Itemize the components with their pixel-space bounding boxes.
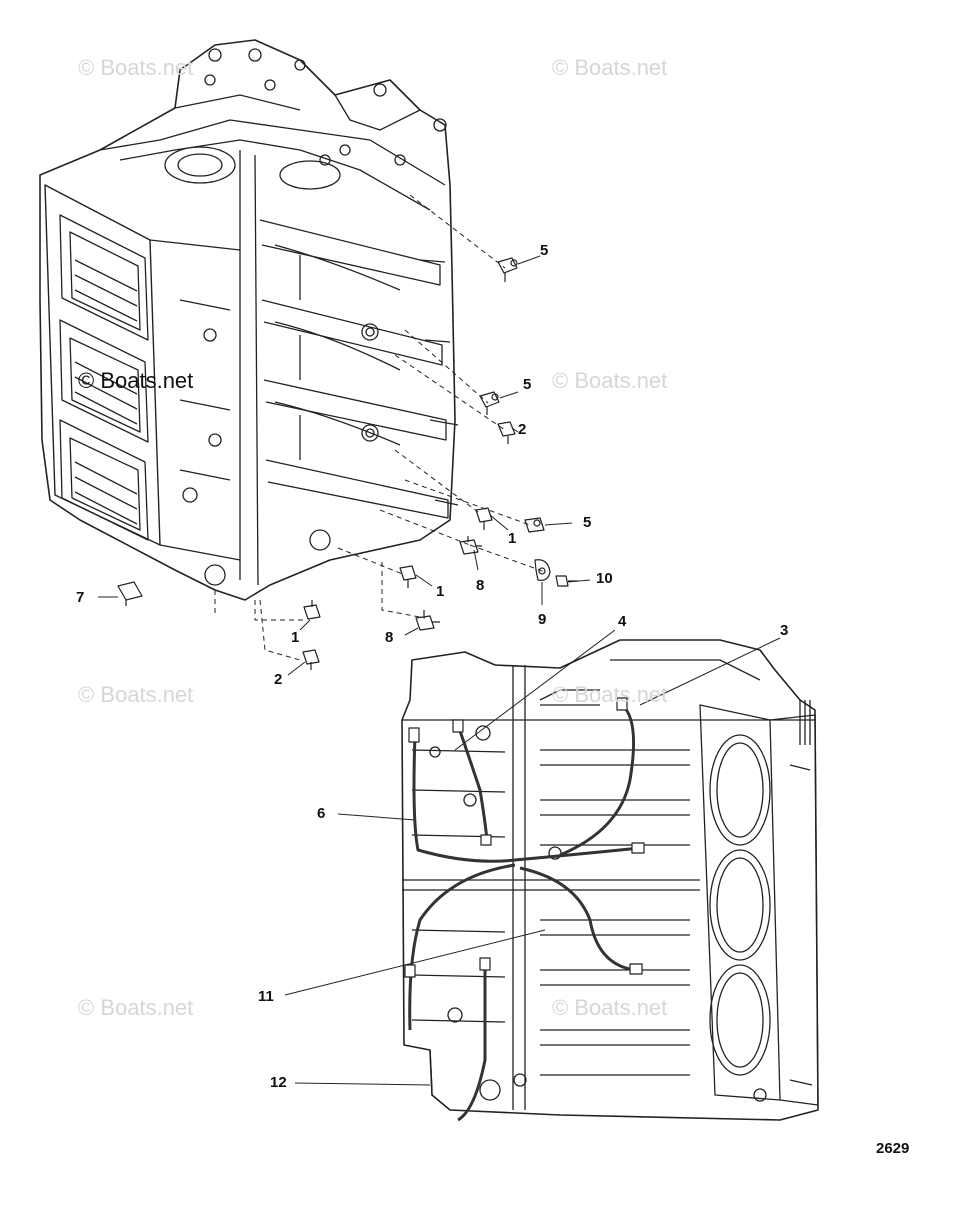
- callout-12: 12: [270, 1074, 287, 1091]
- callout-4: 4: [618, 613, 627, 630]
- callout-8-lower: 8: [385, 629, 394, 646]
- callout-8-upper: 8: [476, 577, 485, 594]
- wiring-harness: [408, 703, 641, 1122]
- watermark-top-left: © Boats.net: [78, 55, 194, 80]
- callout-1-upper: 1: [508, 530, 517, 547]
- callout-2-upper: 2: [518, 421, 527, 438]
- callout-5-lower: 5: [583, 514, 592, 531]
- callout-5-top: 5: [540, 242, 549, 259]
- watermark-lower-right: © Boats.net: [552, 682, 668, 707]
- callout-leader-lines: [98, 255, 781, 1086]
- callout-1-middle: 1: [436, 583, 445, 600]
- callout-3: 3: [780, 622, 789, 639]
- fitting-parts: [117, 257, 578, 670]
- watermark-lower-left: © Boats.net: [78, 682, 194, 707]
- callout-6: 6: [317, 805, 326, 822]
- callout-1-lower: 1: [291, 629, 300, 646]
- callout-9: 9: [538, 611, 547, 628]
- callout-5-middle: 5: [523, 376, 532, 393]
- callout-2-lower: 2: [274, 671, 283, 688]
- harness-connectors: [404, 697, 645, 978]
- callout-7: 7: [76, 589, 85, 606]
- lower-cylinder-block: [401, 639, 819, 1121]
- watermark-mid-right: © Boats.net: [552, 368, 668, 393]
- watermark-bottom-right: © Boats.net: [552, 995, 668, 1020]
- dashed-leader-lines: [214, 194, 546, 661]
- watermark-top-right: © Boats.net: [552, 55, 668, 80]
- watermark-bottom-left: © Boats.net: [78, 995, 194, 1020]
- callout-10: 10: [596, 570, 613, 587]
- figure-number: 2629: [876, 1140, 910, 1157]
- watermark-mid-left: © Boats.net: [78, 368, 194, 393]
- callout-11: 11: [258, 988, 274, 1005]
- upper-cylinder-block: [39, 39, 459, 601]
